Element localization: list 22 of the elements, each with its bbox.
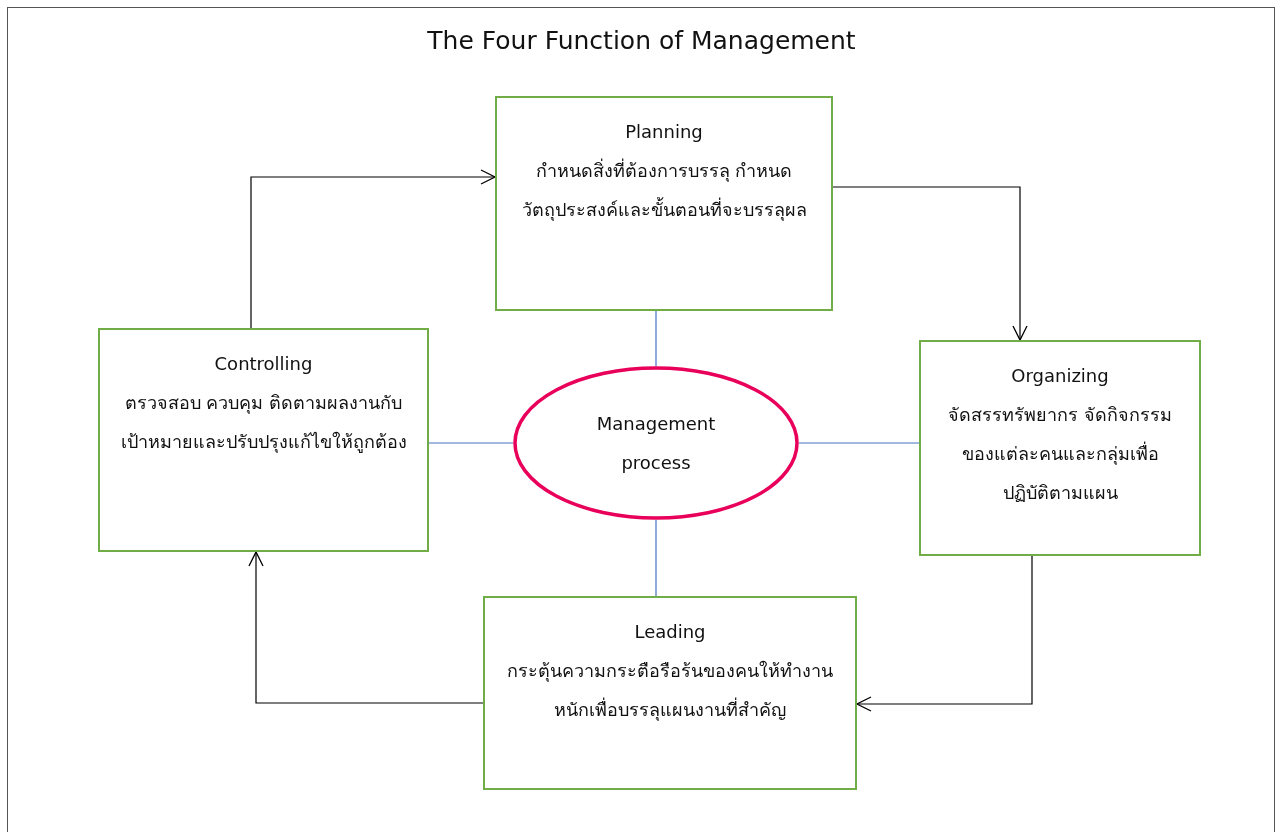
box-text: กระตุ้นความกระตือรือร้นของคนให้ทำงานหนักเพื่อบรรลุแผนงานที่สำคัญ [506,659,834,723]
arrow [248,551,484,704]
connector-line [428,442,514,444]
process-box [495,96,833,311]
connector-line [655,519,657,597]
box-heading: Controlling [213,352,314,376]
arrow [832,186,1028,341]
connector-line [655,310,657,367]
process-box [919,340,1201,556]
process-box [483,596,857,790]
box-text: จัดสรรทรัพยากร จัดกิจกรรมของแต่ละคนและกลุ่มเพื่อปฏิบัติตามแผน [947,403,1173,505]
box-heading: Management process [595,412,717,475]
box-heading: Organizing [1010,364,1110,388]
box-text: กำหนดสิ่งที่ต้องการบรรลุ กำหนดวัตถุประสงค์และขั้นตอนที่จะบรรลุผล [520,157,808,223]
arrow [250,169,496,329]
process-box [98,328,429,552]
box-heading: Planning [624,120,704,144]
box-heading: Leading [633,620,707,644]
arrow [856,555,1033,712]
diagram-title: The Four Function of Management [426,26,857,55]
connector-line [798,442,920,444]
box-text: ตรวจสอบ ควบคุม ติดตามผลงานกับเป้าหมายและปรับปรุงแก้ไขให้ถูกต้อง [119,391,408,455]
